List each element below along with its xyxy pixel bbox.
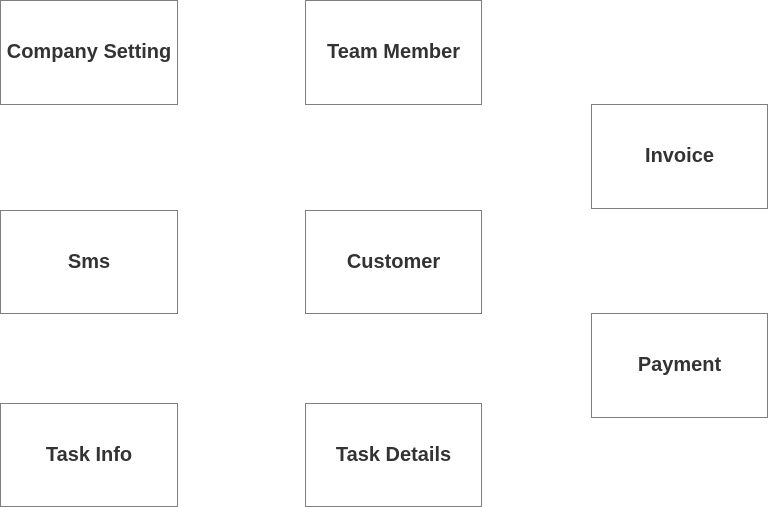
entity-task-details[interactable]: Task Details <box>305 403 482 507</box>
entity-task-info[interactable]: Task Info <box>0 403 178 507</box>
entity-invoice[interactable]: Invoice <box>591 104 768 209</box>
entity-label: Company Setting <box>6 41 172 63</box>
entity-label: Sms <box>67 250 111 273</box>
entity-payment[interactable]: Payment <box>591 313 768 418</box>
entity-label: Invoice <box>645 145 714 167</box>
entity-label: Payment <box>637 354 722 376</box>
entity-label: Team Member <box>326 41 460 63</box>
entity-sms[interactable]: Sms <box>0 210 178 314</box>
entity-company-setting[interactable]: Company Setting <box>0 0 178 105</box>
entity-label: Task Details <box>335 443 452 466</box>
entity-customer[interactable]: Customer <box>305 210 482 314</box>
entity-team-member[interactable]: Team Member <box>305 0 482 105</box>
entity-label: Customer <box>346 250 441 273</box>
entity-label: Task Info <box>45 443 133 466</box>
